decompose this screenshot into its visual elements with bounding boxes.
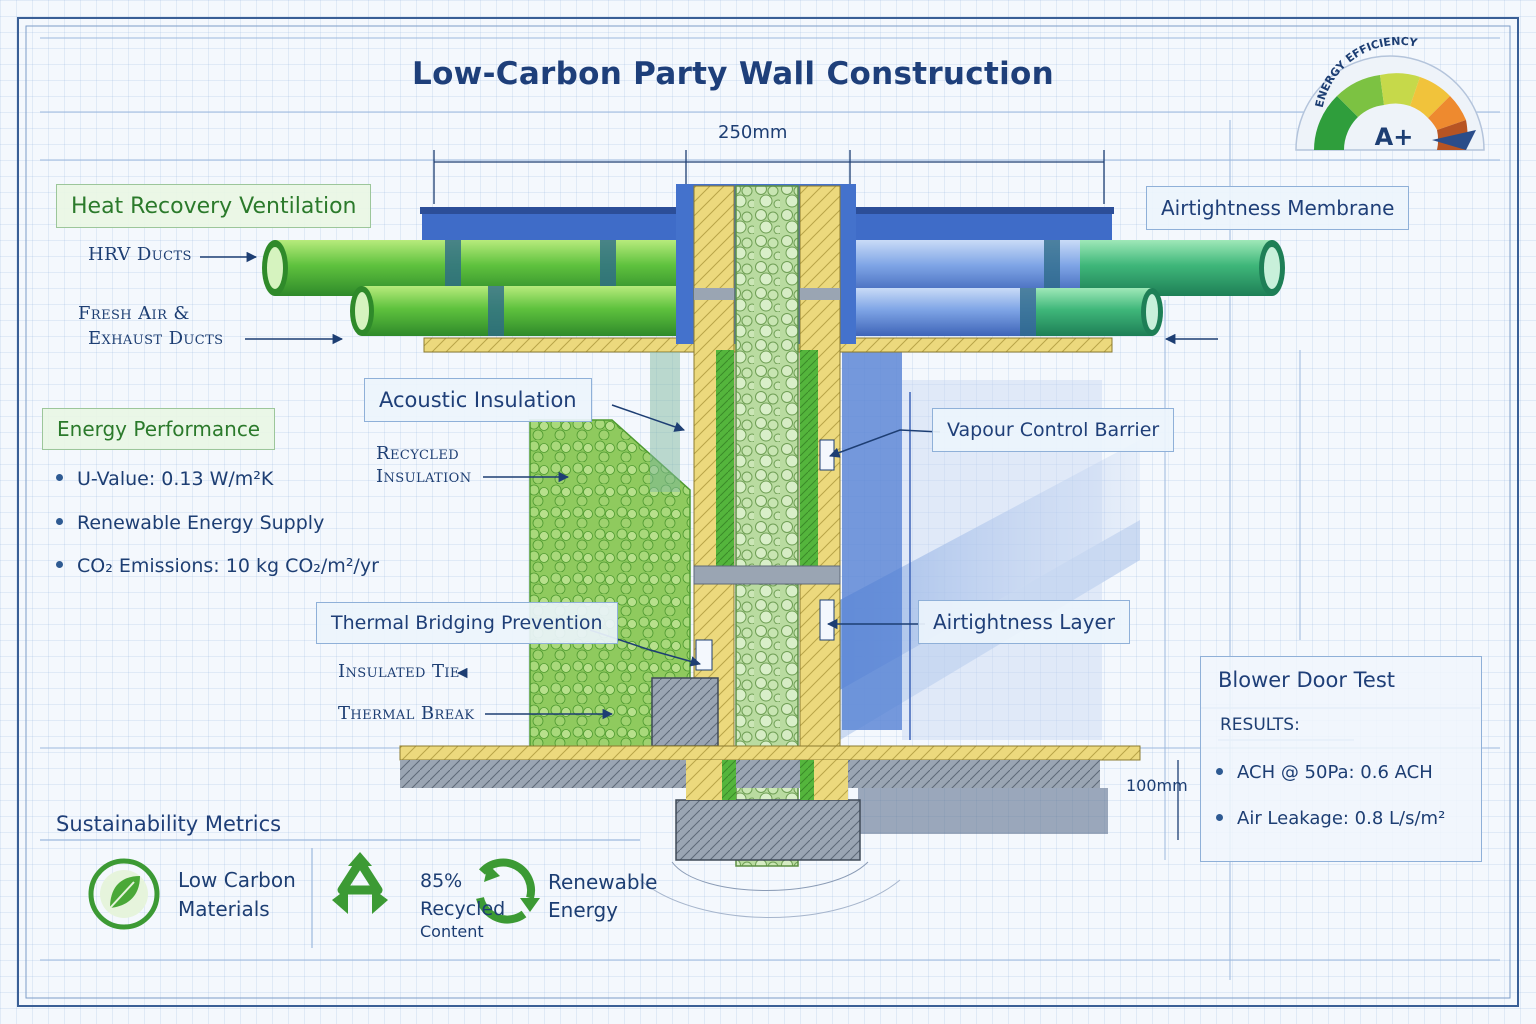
- vapour-control-callout: Vapour Control Barrier: [932, 408, 1175, 452]
- dimension-lines: [433, 150, 1179, 840]
- dimension-side: 100mm: [1126, 776, 1188, 795]
- renewable-energy-label-2: Energy: [548, 898, 619, 922]
- blower-item-ach: ACH @ 50Pa: 0.6 ACH: [1216, 762, 1433, 783]
- acoustic-insulation-callout: Acoustic Insulation: [364, 378, 592, 422]
- rating-text: A+: [1375, 123, 1414, 151]
- recycled-content-label-2: Content: [420, 922, 484, 941]
- outer-frame: [17, 17, 1519, 1007]
- energy-efficiency-badge: [1295, 55, 1485, 151]
- airtightness-membrane-callout: Airtightness Membrane: [1146, 186, 1410, 230]
- dimension-top: 250mm: [718, 122, 788, 143]
- recycled-content-label-1: Recycled: [420, 898, 506, 920]
- renewable-energy-label-1: Renewable: [548, 870, 658, 894]
- recycled-percent: 85%: [420, 870, 463, 892]
- inner-frame: [25, 25, 1511, 999]
- recycle-icon: [332, 852, 388, 914]
- floor-slab-bottom: [399, 745, 1141, 918]
- blower-door-heading: Blower Door Test: [1218, 668, 1396, 692]
- energy-item-uvalue: U-Value: 0.13 W/m²K: [56, 468, 273, 490]
- thermal-bridging-callout: Thermal Bridging Prevention: [316, 602, 618, 644]
- leaf-icon: [88, 858, 160, 930]
- insulated-tie-label: Insulated Tie: [338, 661, 460, 682]
- recycled-insulation-label-2: Insulation: [376, 466, 472, 487]
- blower-item-leakage: Air Leakage: 0.8 L/s/m²: [1216, 808, 1445, 829]
- floor-slab-perspective: [840, 340, 1140, 740]
- hrv-ducts-label: HRV Ducts: [88, 244, 192, 265]
- sustainability-heading: Sustainability Metrics: [56, 812, 282, 836]
- hrv-heading: Heat Recovery Ventilation: [56, 184, 372, 228]
- blower-door-panel: [1200, 656, 1482, 862]
- recycled-insulation-label-1: Recycled: [376, 443, 460, 464]
- page-title: Low-Carbon Party Wall Construction: [412, 56, 1054, 92]
- hrv-ducts: [262, 240, 1285, 336]
- low-carbon-label-1: Low Carbon: [178, 868, 296, 892]
- bullet-icon: [56, 518, 63, 525]
- bullet-icon: [56, 474, 63, 481]
- low-carbon-label-2: Materials: [178, 897, 270, 921]
- airtightness-layer-callout: Airtightness Layer: [918, 600, 1131, 644]
- results-label: RESULTS:: [1220, 715, 1300, 735]
- bullet-icon: [56, 561, 63, 568]
- energy-performance-heading: Energy Performance: [42, 408, 276, 450]
- fresh-air-label-2: Exhaust Ducts: [88, 328, 224, 349]
- bullet-icon: [1216, 813, 1223, 821]
- bullet-icon: [1216, 767, 1223, 775]
- fresh-air-label-1: Fresh Air &: [78, 303, 190, 324]
- energy-item-renewable: Renewable Energy Supply: [56, 512, 324, 534]
- renewable-arrows-icon: [476, 858, 540, 924]
- energy-item-co2: CO₂ Emissions: 10 kg CO₂/m²/yr: [56, 555, 379, 577]
- recycled-insulation-mass: [529, 419, 691, 749]
- thermal-break-label: Thermal Break: [338, 703, 475, 724]
